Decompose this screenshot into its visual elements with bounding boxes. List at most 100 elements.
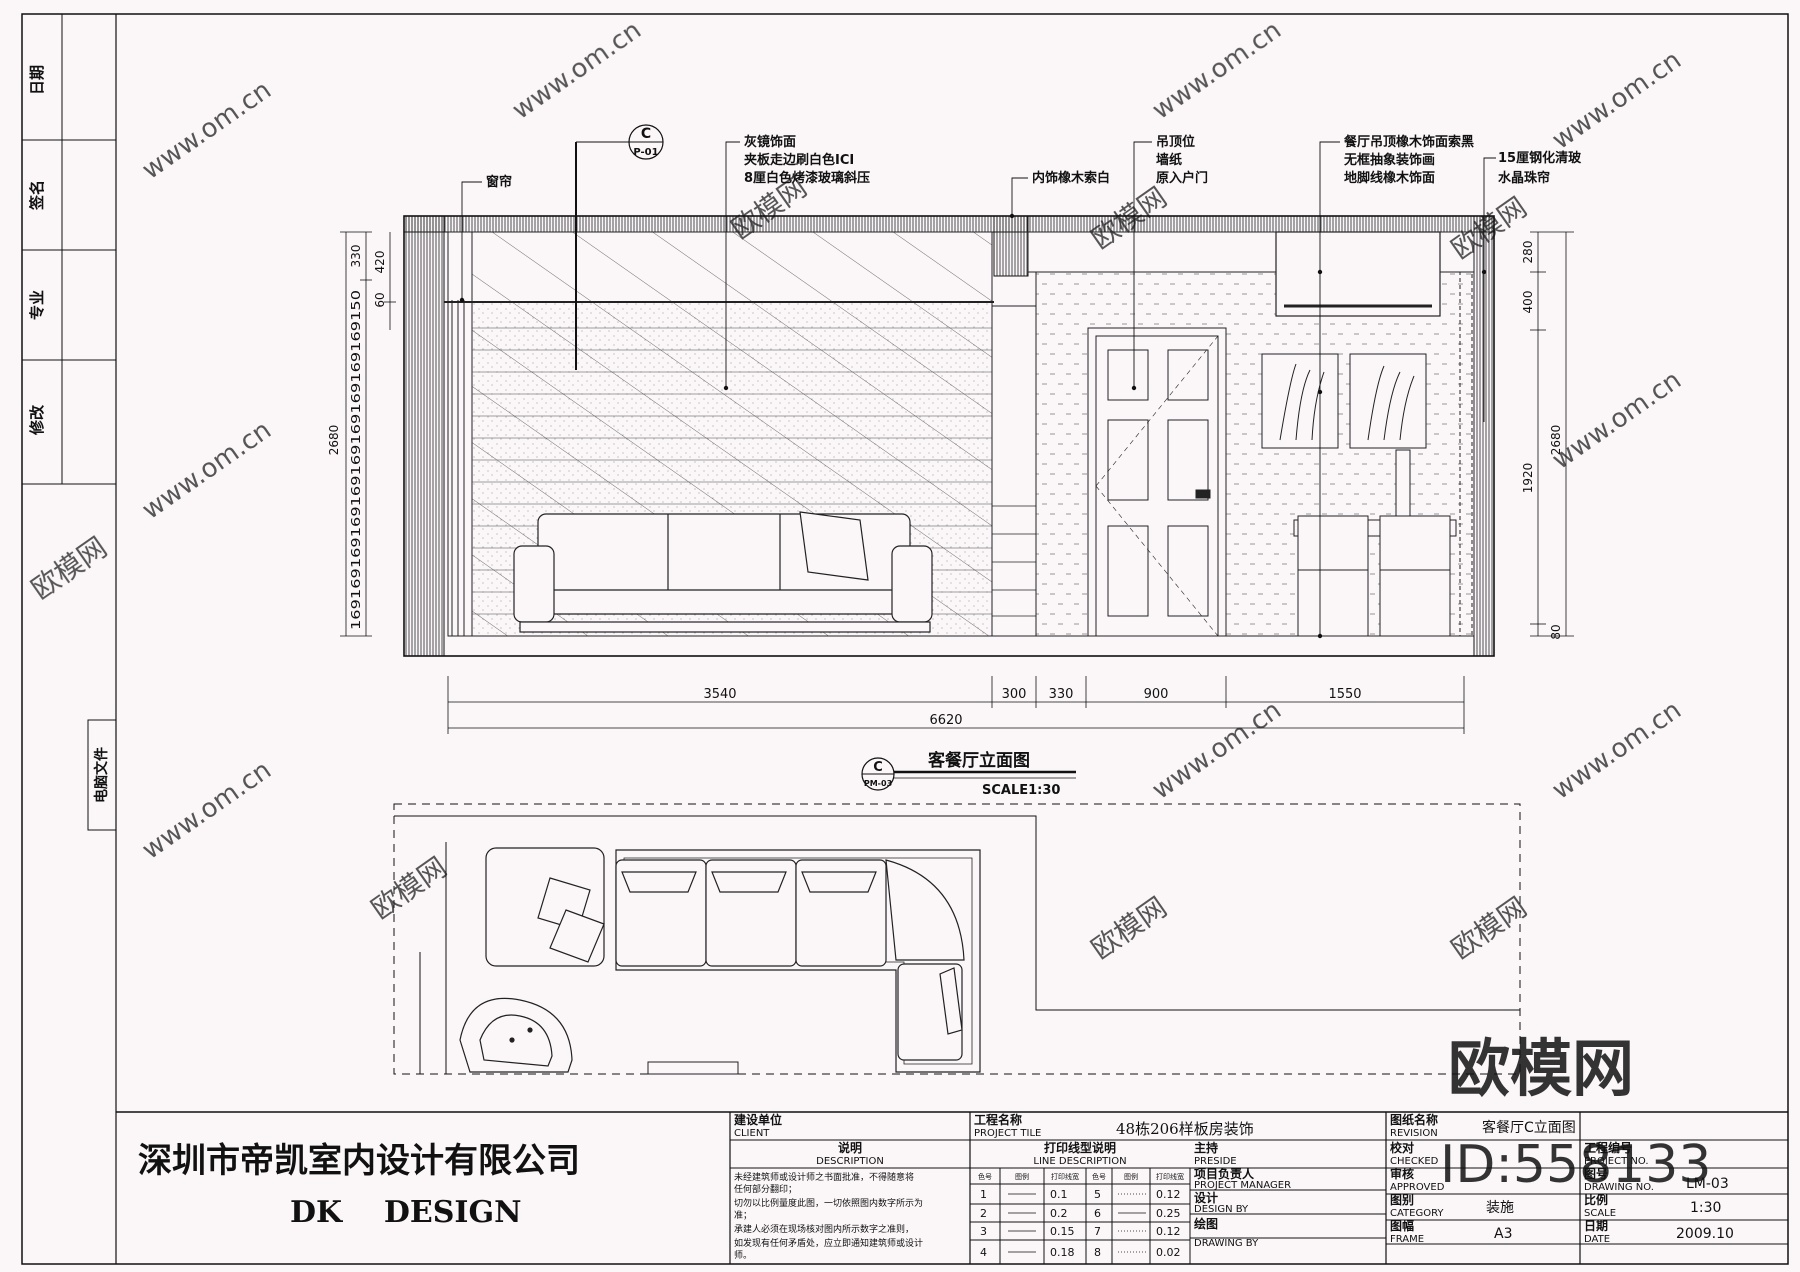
label-glass-2: 水晶珠帘 (1498, 170, 1550, 186)
ceiling-band (403, 215, 1495, 233)
dim-bottom-4: 900 (1144, 687, 1169, 702)
scale-cn: 比例 (1584, 1192, 1608, 1207)
line-row-width: 0.12 (1156, 1225, 1181, 1238)
label-mirror-3: 8厘白色烤漆玻璃斜压 (744, 170, 870, 186)
id-watermark: 欧模网 ID:558133 (1440, 1032, 1711, 1195)
line-row-width: 0.25 (1156, 1207, 1181, 1220)
line-row-width: 0.2 (1050, 1207, 1068, 1220)
section-callout: C P-01 (575, 124, 664, 370)
right-dimensions (1530, 231, 1574, 637)
dim-bottom-5: 1550 (1328, 687, 1361, 702)
category-value: 装施 (1486, 1200, 1514, 1216)
preside-cn: 主持 (1194, 1140, 1218, 1155)
abstract-paintings (1261, 353, 1427, 449)
line-row-width: 0.15 (1050, 1225, 1075, 1238)
dwgno-cn: 图号 (1584, 1166, 1608, 1181)
preside-en: PRESIDE (1194, 1156, 1237, 1167)
label-curtain: 窗帘 (486, 174, 512, 190)
label-mirror-2: 夹板走边刷白色ICI (744, 152, 854, 168)
computer-file-label: 电脑文件 (93, 747, 110, 803)
elevation-title: 客餐厅立面图 (927, 750, 1030, 771)
note-line: 准； (734, 1210, 752, 1221)
watermark-brand: 欧模网 (25, 531, 113, 606)
line-row-color: 6 (1094, 1207, 1101, 1220)
frame-cn: 图幅 (1390, 1218, 1414, 1233)
pm-cn: 项目负责人 (1194, 1166, 1255, 1181)
watermark-brand: 欧模网 (365, 851, 453, 926)
label-ceiling-2: 墙纸 (1156, 152, 1182, 168)
dim-right-4: 80 (1549, 624, 1563, 639)
line-header: 图例 (1015, 1172, 1029, 1181)
label-dining-1: 餐厅吊顶橡木饰面索黑 (1343, 134, 1474, 150)
drawing-cn: 绘图 (1194, 1216, 1218, 1231)
column-section (993, 215, 1029, 277)
dim-left-total: 2680 (327, 425, 341, 456)
date-en: DATE (1584, 1234, 1610, 1245)
watermark-site: www.om.cn (1547, 365, 1687, 476)
title-block-text: 深圳市帝凯室内设计有限公司 DK DESIGN 建设单位 CLIENT 说明 D… (138, 1112, 1734, 1261)
watermark-site: www.om.cn (1147, 695, 1287, 806)
bottom-dimensions (447, 676, 1465, 734)
category-cn: 图别 (1390, 1193, 1414, 1207)
dim-bottom-total: 6620 (929, 713, 962, 728)
dwgno-en: DRAWING NO. (1584, 1182, 1654, 1193)
watermark-site: www.om.cn (507, 15, 647, 126)
line-header: 色号 (978, 1172, 992, 1181)
note-line: 师。 (734, 1249, 752, 1261)
watermark-brand: 欧模网 (1085, 891, 1173, 966)
dim-left-top: 330 (349, 245, 363, 268)
company-name-en: DK DESIGN (290, 1195, 522, 1230)
title-block (116, 1111, 1788, 1264)
dwgname-en: REVISION (1390, 1128, 1438, 1139)
watermark-site: www.om.cn (1547, 45, 1687, 156)
entrance-door (1087, 327, 1227, 637)
line-row-width: 0.12 (1156, 1188, 1181, 1201)
callout-ref: P-01 (633, 147, 658, 158)
project-cn: 工程名称 (974, 1112, 1022, 1127)
dim-bottom-2: 300 (1002, 687, 1027, 702)
label-mirror-1: 灰镜饰面 (744, 134, 796, 150)
line-row-width: 0.1 (1050, 1188, 1068, 1201)
revision-sidebar: 日期 签名 专业 修改 电脑文件 (21, 13, 117, 831)
dim-right-1: 280 (1521, 241, 1535, 264)
dim-left-mid-a: 420 (373, 251, 387, 274)
line-row-color: 2 (980, 1207, 987, 1220)
left-wall-section (403, 215, 445, 657)
glass-partition (1459, 271, 1473, 637)
dwgno-value: LM-03 (1686, 1176, 1729, 1192)
label-glass-1: 15厘钢化清玻 (1498, 150, 1582, 166)
date-cn: 日期 (1584, 1218, 1608, 1233)
title-callout-letter: C (873, 760, 883, 775)
drawing-title: C PM-03 客餐厅立面图 SCALE1:30 (861, 750, 1076, 798)
label-ceiling-3: 原入户门 (1156, 170, 1208, 186)
line-row-color: 4 (980, 1246, 987, 1259)
watermark-site: www.om.cn (137, 755, 277, 866)
line-header: 打印线宽 (1051, 1172, 1079, 1181)
watermark-site: www.om.cn (137, 75, 277, 186)
watermark-site: www.om.cn (1547, 695, 1687, 806)
desc-en: DESCRIPTION (816, 1156, 884, 1167)
rev-label-modify: 修改 (28, 404, 46, 436)
label-dining-2: 无框抽象装饰画 (1343, 152, 1435, 168)
watermark-brand-large: 欧模网 (1448, 1032, 1634, 1105)
company-name-cn: 深圳市帝凯室内设计有限公司 (138, 1141, 580, 1181)
client-en: CLIENT (734, 1128, 770, 1139)
sofa-elevation (513, 511, 933, 633)
pm-en: PROJECT MANAGER (1194, 1180, 1291, 1191)
line-header: 打印线宽 (1156, 1172, 1184, 1181)
plan-boundary (393, 803, 1521, 1075)
desc-cn: 说明 (838, 1140, 862, 1155)
line-row-color: 8 (1094, 1246, 1101, 1259)
category-en: CATEGORY (1390, 1208, 1444, 1219)
dim-bottom-1: 3540 (703, 687, 736, 702)
dim-right-total: 2680 (1549, 425, 1563, 456)
elevation-drawing: C P-01 窗帘 灰镜饰面 夹板走边刷白色ICI 8厘白色烤漆玻璃斜压 内饰橡… (327, 124, 1582, 798)
note-line: 未经建筑师或设计师之书面批准，不得随意将 (734, 1171, 914, 1183)
line-desc-en: LINE DESCRIPTION (1033, 1156, 1126, 1167)
note-line: 任何部分翻印； (734, 1183, 797, 1195)
note-line: 如发现有任何矛盾处，应立即通知建筑师或设计 (734, 1237, 923, 1249)
dim-left-mid-b: 60 (373, 292, 387, 307)
left-dimensions (340, 231, 396, 637)
design-cn: 设计 (1194, 1190, 1218, 1205)
